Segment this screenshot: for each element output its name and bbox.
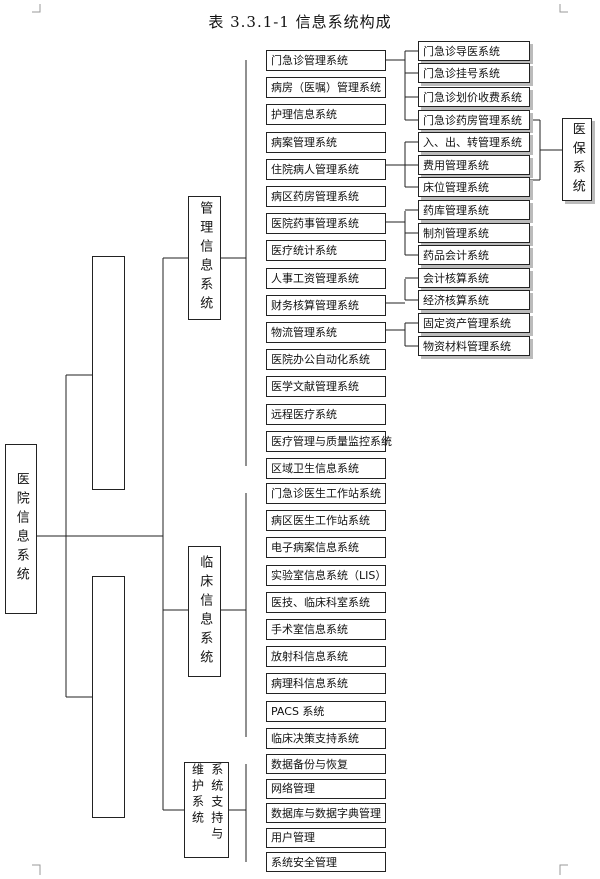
group-clinical-box: 临床信息系统 [188,546,221,677]
clinical-item: 病理科信息系统 [266,673,386,695]
group-support-box: 系统支持与维护系统 [184,762,229,858]
management-item: 物流管理系统 [266,322,386,343]
page-title: 表 3.3.1-1 信息系统构成 [208,13,392,31]
sub-system-item: 经济核算系统 [418,290,530,310]
root-system-box-label: 医院信息系统 [13,472,29,586]
clinical-item: PACS 系统 [266,700,386,722]
sub-system-item: 费用管理系统 [418,155,530,175]
root-system-box: 医院信息系统 [5,444,37,614]
management-item: 医学文献管理系统 [266,376,386,398]
medical-insurance-box: 医保系统 [562,118,592,201]
management-item: 门急诊管理系统 [266,50,386,71]
support-item: 系统安全管理 [266,852,386,872]
sub-system-item: 会计核算系统 [418,268,530,288]
empty-block-lower [92,576,125,818]
management-item: 护理信息系统 [266,104,386,126]
sub-system-item: 门急诊划价收费系统 [418,87,530,107]
clinical-item: 病区医生工作站系统 [266,510,386,532]
sub-system-item: 门急诊药房管理系统 [418,110,530,130]
sub-system-item: 门急诊挂号系统 [418,63,530,83]
sub-system-item: 药品会计系统 [418,245,530,265]
sub-system-item: 药库管理系统 [418,200,530,220]
sub-system-item: 制剂管理系统 [418,223,530,243]
management-item: 病案管理系统 [266,131,386,153]
management-item: 病房（医嘱）管理系统 [266,77,386,99]
management-item: 医疗管理与质量监控系统 [266,430,392,452]
sub-system-item: 入、出、转管理系统 [418,132,530,152]
management-item: 财务核算管理系统 [266,294,386,316]
clinical-item: 电子病案信息系统 [266,537,386,559]
management-item: 区域卫生信息系统 [266,458,386,479]
sub-system-item: 物资材料管理系统 [418,336,530,356]
support-item: 数据备份与恢复 [266,754,386,774]
sub-system-item: 门急诊导医系统 [418,41,530,61]
group-management-box: 管理信息系统 [188,196,221,320]
clinical-item: 手术室信息系统 [266,619,386,640]
management-item: 人事工资管理系统 [266,267,386,289]
management-item: 远程医疗系统 [266,403,386,425]
group-clinical-box-label: 临床信息系统 [197,554,213,669]
group-support-box-label: 系统支持与维护系统 [190,763,224,843]
sub-system-item: 固定资产管理系统 [418,313,530,333]
management-item: 病区药房管理系统 [266,186,386,207]
management-item: 医院办公自动化系统 [266,349,386,371]
clinical-item: 门急诊医生工作站系统 [266,483,386,504]
medical-insurance-box-label: 医保系统 [569,121,585,198]
empty-block-upper [92,256,125,490]
management-item: 医院药事管理系统 [266,213,386,235]
group-management-box-label: 管理信息系统 [197,201,213,315]
clinical-item: 放射科信息系统 [266,646,386,668]
clinical-item: 医技、临床科室系统 [266,591,386,613]
clinical-item: 临床决策支持系统 [266,727,386,749]
support-item: 数据库与数据字典管理 [266,803,386,823]
management-item: 医疗统计系统 [266,240,386,262]
support-item: 用户管理 [266,827,386,848]
management-item: 住院病人管理系统 [266,158,386,180]
clinical-item: 实验室信息系统（LIS） [266,564,386,586]
support-item: 网络管理 [266,778,386,799]
sub-system-item: 床位管理系统 [418,177,530,197]
